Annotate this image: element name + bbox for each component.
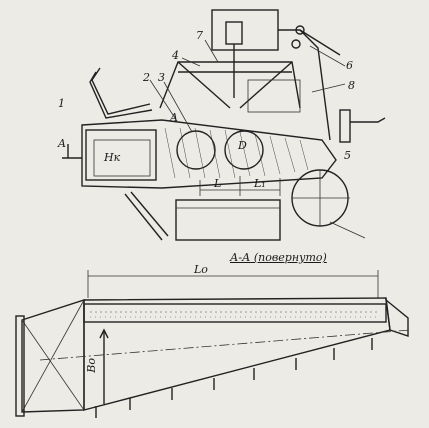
outlet-nozzle [385,298,409,337]
leader-8 [311,83,346,93]
upper-frame [159,61,301,109]
left-handle [91,67,151,115]
bed-stipple [90,311,380,318]
pivot-2 [291,39,301,49]
lever-rod [299,29,341,56]
label-3: 3 [158,71,165,84]
leader-3 [163,81,193,133]
label-6: 6 [346,59,353,72]
inlet-flange [15,315,25,417]
gearbox-8 [247,79,301,113]
section-1 [85,129,157,181]
lower-bin [175,199,281,241]
label-A-inner: A [170,111,178,124]
hatch-pattern [164,127,309,179]
roller-right-D [224,130,264,170]
funnel-diag [21,319,85,411]
label-8: 8 [348,79,355,92]
leader-6 [309,45,346,67]
right-bracket [339,109,351,143]
outlet-pipe [124,193,163,241]
left-handle-inner [89,71,153,119]
leader-2 [149,79,176,119]
motor-housing [211,9,279,51]
inner-section-Hk [93,139,151,177]
section-title: А-А (повернуто) [230,251,327,264]
right-tray [350,117,386,123]
motor [225,21,243,45]
centerline [39,329,411,361]
leader-4 [181,57,201,67]
roller-left [176,130,216,170]
label-1: 1 [58,97,65,110]
label-5: 5 [344,149,351,162]
leader-7 [204,39,219,63]
support-legs [95,338,373,418]
lever-arm [278,29,331,141]
label-Bo: Вo [85,358,98,373]
label-L: L [214,177,222,190]
truss-diagonal-2 [239,61,293,109]
label-2: 2 [143,71,150,84]
pivot-1 [295,25,305,35]
funnel-diag-2 [21,299,85,413]
dim-Bo-arrow [99,328,109,339]
outlet-pipe-2 [130,191,169,237]
label-7: 7 [196,29,203,42]
label-A-left: A [58,137,66,150]
tank-body [81,119,337,189]
drum-tangent [329,221,366,239]
truss-diagonal-1 [177,61,231,109]
trough-body [83,297,391,411]
label-L1: L₁ [254,177,266,190]
trough-bed [83,303,387,323]
label-4: 4 [172,49,179,62]
label-Hk: Hк [104,151,121,164]
label-Lo: Lо [194,263,208,276]
label-D: D [238,139,247,152]
